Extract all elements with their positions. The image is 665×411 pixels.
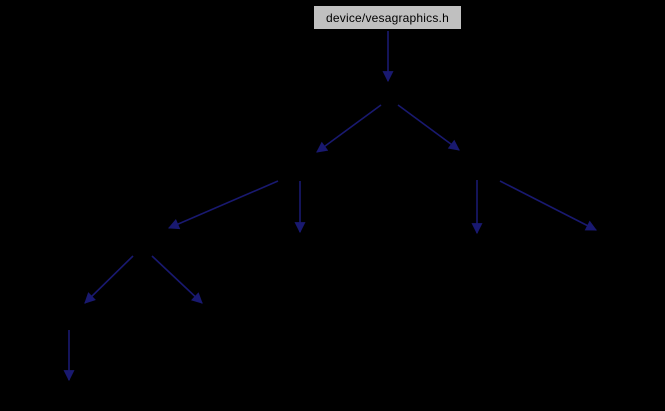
graph-edge-right-child-to-far-right: [499, 180, 597, 231]
graph-node-root-label: device/vesagraphics.h: [326, 10, 449, 25]
graph-node-root[interactable]: device/vesagraphics.h: [313, 5, 462, 30]
graph-edge-far-left-to-bottom-left: [84, 255, 134, 304]
graph-edge-far-left-to-bottom-right: [151, 255, 203, 304]
graph-edge-left-child-to-far-left: [167, 180, 279, 230]
graph-edge-level1-to-right-child: [397, 104, 460, 151]
graph-edge-level1-to-left-child: [316, 104, 382, 153]
